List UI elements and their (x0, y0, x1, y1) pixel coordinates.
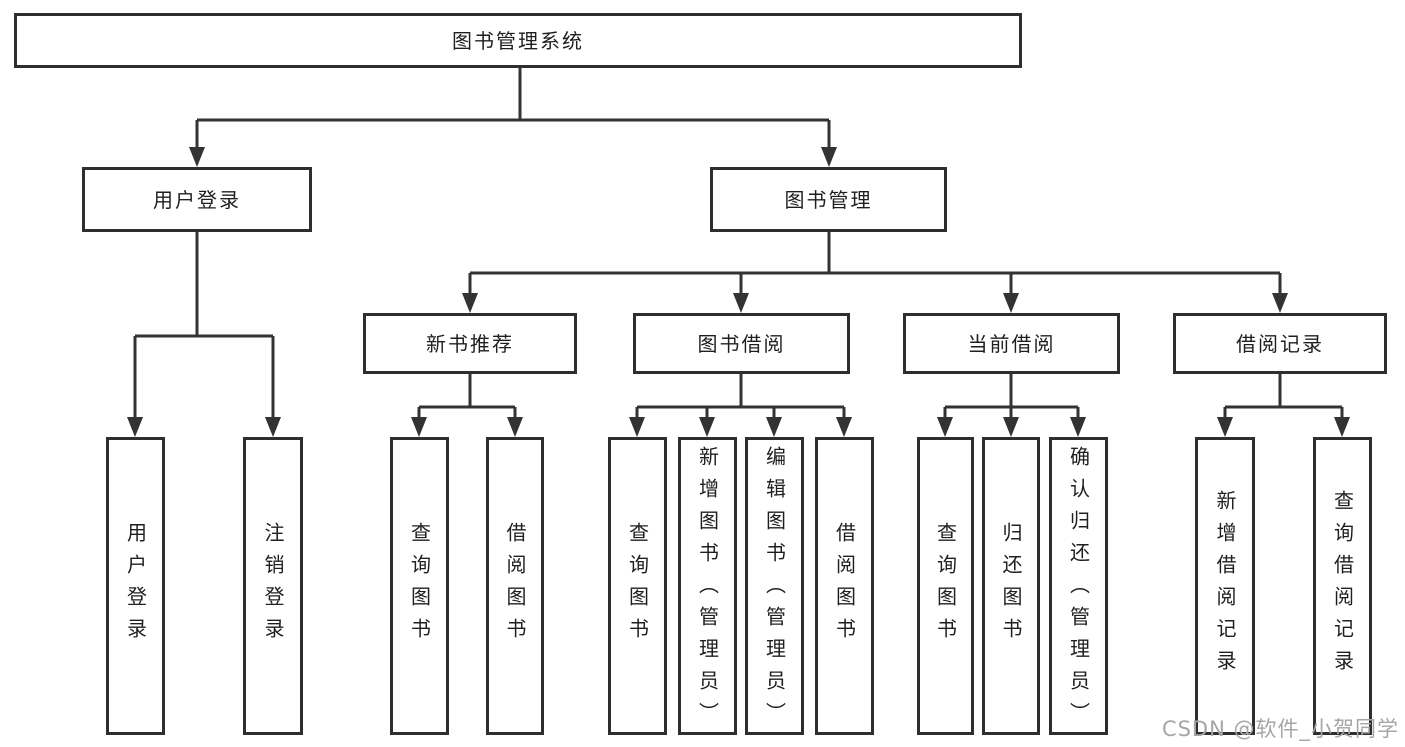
node-book-management-label: 图书管理 (784, 187, 873, 212)
node-current-borrow-label: 当前借阅 (967, 331, 1056, 356)
node-user-login: 用户登录 (82, 167, 312, 232)
node-book-borrow: 图书借阅 (633, 313, 850, 374)
leaf-confirm-return-admin-label: 确认归还（管理员） (1066, 446, 1091, 734)
connector-newbook-to-leaves (417, 372, 517, 422)
connector-root-to-level2 (195, 66, 831, 152)
leaf-logout: 注销登录 (243, 437, 303, 735)
leaf-query-borrow-record: 查询借阅记录 (1313, 437, 1372, 735)
leaf-add-borrow-record: 新增借阅记录 (1195, 437, 1255, 735)
node-current-borrow: 当前借阅 (903, 313, 1120, 374)
leaf-user-login: 用户登录 (106, 437, 165, 735)
leaf-add-book-admin-label: 新增图书（管理员） (695, 446, 720, 734)
leaf-recommend-query-book-label: 查询图书 (407, 522, 432, 650)
node-new-book-recommend-label: 新书推荐 (426, 331, 514, 356)
leaf-user-login-label: 用户登录 (123, 522, 148, 650)
leaf-borrow-book: 借阅图书 (815, 437, 874, 735)
leaf-recommend-query-book: 查询图书 (390, 437, 449, 735)
node-new-book-recommend: 新书推荐 (363, 313, 577, 374)
arrowheads-level2 (189, 147, 837, 167)
leaf-borrow-query-book-label: 查询图书 (625, 522, 650, 650)
arrowheads-bookborrow-leaves (629, 417, 852, 437)
arrowheads-newbook-leaves (411, 417, 523, 437)
leaf-current-query-book-label: 查询图书 (933, 522, 958, 650)
leaf-current-query-book: 查询图书 (917, 437, 974, 735)
node-book-borrow-label: 图书借阅 (697, 331, 786, 356)
connector-userlogin-to-leaves (133, 230, 275, 422)
leaf-query-borrow-record-label: 查询借阅记录 (1330, 490, 1355, 682)
leaf-recommend-borrow-book-label: 借阅图书 (503, 522, 527, 650)
node-book-management: 图书管理 (710, 167, 947, 232)
node-library-system-label: 图书管理系统 (452, 28, 584, 53)
node-borrow-record-label: 借阅记录 (1236, 331, 1324, 356)
connector-currentborrow-to-leaves (943, 372, 1080, 422)
node-borrow-record: 借阅记录 (1173, 313, 1387, 374)
leaf-add-book-admin: 新增图书（管理员） (678, 437, 737, 735)
leaf-return-book: 归还图书 (982, 437, 1040, 735)
csdn-watermark: CSDN @软件_小贺同学 (1161, 717, 1399, 741)
arrowheads-borrowrecord-leaves (1217, 417, 1350, 437)
leaf-edit-book-admin: 编辑图书（管理员） (745, 437, 804, 735)
connector-borrowrecord-to-leaves (1223, 372, 1344, 422)
node-user-login-label: 用户登录 (153, 187, 241, 212)
node-library-system: 图书管理系统 (14, 13, 1022, 68)
arrowheads-currentborrow-leaves (937, 417, 1086, 437)
leaf-confirm-return-admin: 确认归还（管理员） (1049, 437, 1108, 735)
leaf-add-borrow-record-label: 新增借阅记录 (1213, 490, 1237, 682)
leaf-edit-book-admin-label: 编辑图书（管理员） (762, 446, 787, 734)
arrowheads-modules (462, 293, 1288, 313)
connector-bookborrow-to-leaves (635, 372, 846, 422)
leaf-recommend-borrow-book: 借阅图书 (486, 437, 544, 735)
connector-bookmgmt-to-modules (468, 230, 1282, 298)
leaf-logout-label: 注销登录 (261, 522, 285, 650)
arrowheads-userlogin-leaves (127, 417, 281, 437)
leaf-return-book-label: 归还图书 (999, 522, 1023, 650)
leaf-borrow-query-book: 查询图书 (608, 437, 667, 735)
leaf-borrow-book-label: 借阅图书 (832, 522, 857, 650)
